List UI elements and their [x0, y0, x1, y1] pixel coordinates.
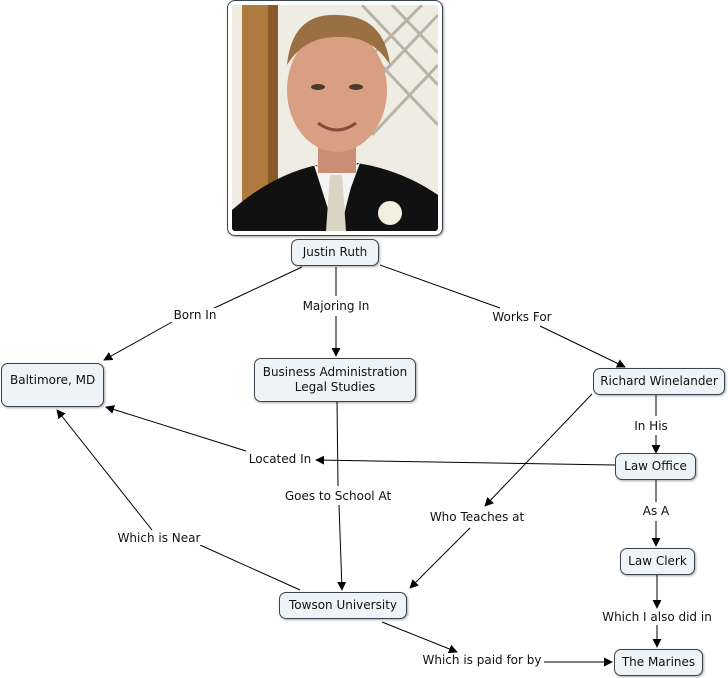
portrait-photo-icon [232, 5, 438, 231]
connector-towson-which-is-near [199, 544, 301, 591]
connector-born-in-baltimore [103, 321, 173, 361]
connector-business-goes-to-school [336, 401, 339, 487]
connector-goes-to-school-towson [337, 504, 347, 591]
portrait-image [232, 5, 438, 231]
connector-towson-paid-for-by [381, 621, 458, 654]
node-baltimore[interactable]: Baltimore, MD [1, 363, 104, 407]
node-justin-ruth[interactable]: Justin Ruth [291, 239, 379, 266]
link-label-as-a: As A [640, 504, 672, 518]
node-law-clerk[interactable]: Law Clerk [620, 548, 695, 575]
link-label-who-teaches-at: Who Teaches at [427, 510, 527, 524]
link-label-majoring-in: Majoring In [300, 299, 372, 313]
link-label-in-his: In His [632, 419, 670, 433]
link-label-works-for: Works For [490, 310, 554, 324]
node-the-marines[interactable]: The Marines [614, 649, 703, 676]
link-label-which-i-also-did-in: Which I also did in [600, 610, 714, 624]
link-label-goes-to-school-at: Goes to School At [282, 489, 394, 503]
link-label-which-is-paid-for-by: Which is paid for by [420, 653, 544, 667]
link-label-located-in: Located In [246, 452, 314, 466]
link-label-born-in: Born In [171, 308, 219, 322]
connector-located-in-baltimore [105, 405, 247, 452]
link-label-which-is-near: Which is Near [115, 531, 203, 545]
connector-law-office-located-in [315, 455, 616, 466]
node-law-office[interactable]: Law Office [615, 453, 696, 480]
connector-justin-works-for [379, 264, 501, 309]
connector-works-for-richard [539, 325, 626, 368]
connector-which-is-near-baltimore [56, 409, 153, 531]
profile-photo [227, 0, 443, 236]
connector-richard-who-teaches [484, 393, 593, 507]
node-richard-winelander[interactable]: Richard Winelander [593, 368, 725, 395]
connector-justin-born-in [209, 266, 303, 311]
node-towson-university[interactable]: Towson University [279, 592, 407, 619]
connector-who-teaches-towson [409, 527, 471, 589]
node-business-administration[interactable]: Business Administration Legal Studies [254, 358, 416, 402]
